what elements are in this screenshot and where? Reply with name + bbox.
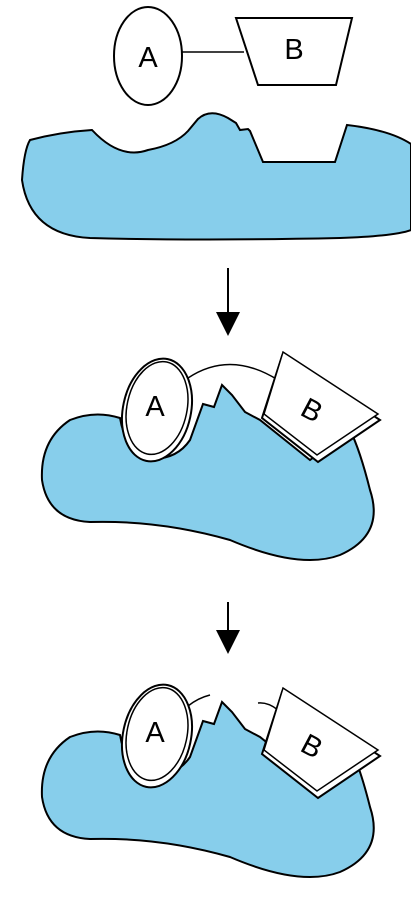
- substrate-link: [187, 363, 279, 381]
- stage-2: A B: [40, 350, 382, 561]
- enzyme-body: [40, 700, 375, 878]
- enzyme-body: [40, 383, 375, 561]
- substrate-a-label: A: [145, 391, 165, 423]
- substrate-b: B: [260, 350, 382, 464]
- substrate-a: A: [113, 6, 183, 106]
- broken-link-stub-a: [187, 694, 211, 707]
- stage-1: A B: [20, 6, 411, 241]
- substrate-a: A: [121, 357, 193, 463]
- substrate-a-shape: [125, 686, 189, 782]
- substrate-a-shape: [113, 6, 183, 106]
- broken-link-stub-b: [257, 702, 279, 711]
- stage-3: A B: [40, 683, 382, 878]
- substrate-b-shape: [263, 350, 380, 456]
- substrate-b-label: B: [284, 34, 303, 66]
- substrate-a: A: [121, 683, 193, 789]
- substrate-b-shape: [263, 686, 380, 792]
- substrate-b-shape: [234, 17, 354, 86]
- substrate-b: B: [234, 17, 354, 86]
- enzyme-body: [20, 112, 411, 241]
- substrate-a-label: A: [138, 42, 158, 74]
- substrate-b: B: [260, 686, 382, 800]
- substrate-a-label: A: [145, 717, 165, 749]
- substrate-a-shape: [125, 360, 189, 456]
